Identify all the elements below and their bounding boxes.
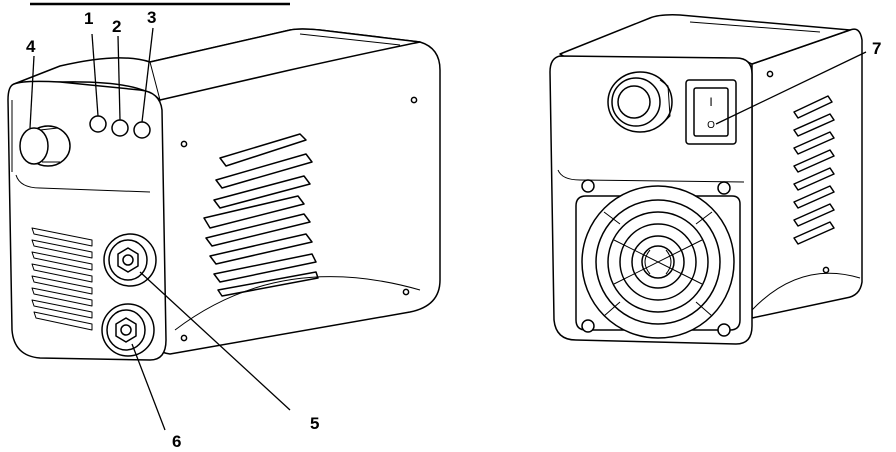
callout-6: 6 (172, 432, 181, 451)
leader-5 (139, 271, 291, 411)
screw (822, 266, 830, 274)
front-view-unit (7, 28, 441, 361)
callout-4: 4 (26, 37, 36, 56)
callout-5: 5 (310, 414, 319, 433)
cable-gland-icon (607, 71, 673, 133)
rear-unit-side-panel (751, 28, 863, 319)
leader-lines (29, 27, 867, 431)
top-edge-line (299, 33, 401, 46)
output-terminal-6 (101, 303, 155, 357)
front-unit-top-panel (13, 28, 421, 101)
front-panel-seam (15, 174, 151, 193)
callout-3: 3 (147, 8, 156, 27)
side-louvers (203, 133, 319, 297)
side-panel-contour (174, 276, 421, 331)
screw (402, 288, 410, 296)
switch-off-mark: O (707, 120, 715, 131)
leader-3 (141, 27, 154, 123)
rear-panel-seam (557, 169, 745, 183)
cooling-fan-icon (575, 179, 741, 339)
leader-6 (131, 343, 166, 431)
callout-2: 2 (112, 17, 121, 36)
screw (180, 140, 188, 148)
front-louvers (31, 227, 93, 331)
power-switch-icon: I O (685, 79, 737, 145)
switch-on-mark: I (709, 95, 712, 109)
screw (180, 334, 188, 342)
leader-7 (715, 51, 867, 125)
callout-7: 7 (872, 39, 881, 58)
rear-side-louvers (793, 95, 835, 245)
rear-top-edge (689, 21, 821, 33)
indicator-lamp-3 (133, 121, 151, 139)
indicator-lamp-2 (111, 119, 129, 137)
rear-view-unit: I O (549, 14, 863, 345)
output-terminal-5 (103, 233, 157, 287)
callout-1: 1 (84, 9, 93, 28)
rear-side-contour (751, 272, 861, 311)
leader-1 (91, 33, 99, 117)
screw (410, 96, 418, 104)
indicator-lamp-1 (89, 115, 107, 133)
leader-2 (117, 35, 121, 121)
screw (766, 70, 774, 78)
current-knob-icon (19, 125, 71, 167)
leader-4 (29, 55, 35, 129)
